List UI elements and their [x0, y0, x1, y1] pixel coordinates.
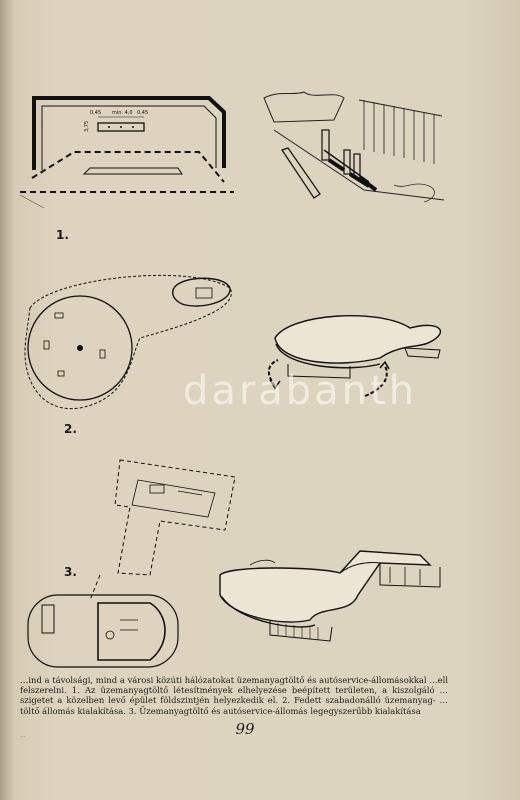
dim-vertical: 3,75 [84, 121, 90, 132]
figure-1-plan-drawing: 0,45 min. 4,0 0,45 3,75 [19, 91, 445, 209]
dim-middle: min. 4,0 [112, 110, 133, 116]
figure-1-number: 1. [56, 228, 69, 242]
figure-3-number: 3. [64, 565, 77, 579]
figure-caption: …ind a távolsági, mind a városi közúti h… [20, 675, 448, 716]
watermark: darabanth [182, 368, 418, 414]
figure-3-plan-drawing [27, 459, 441, 668]
figure-2: 2. [20, 268, 450, 438]
figure-2-plan-drawing [24, 274, 442, 410]
page-number: 99 [235, 720, 255, 738]
dim-left: 0,45 [90, 110, 101, 116]
figure-2-number: 2. [64, 422, 77, 436]
footer-mark: … [20, 733, 25, 739]
figure-1: 0,45 min. 4,0 0,45 3,75 1. [14, 90, 454, 242]
figure-3: 3. [20, 455, 450, 670]
dim-right: 0,45 [137, 110, 148, 116]
